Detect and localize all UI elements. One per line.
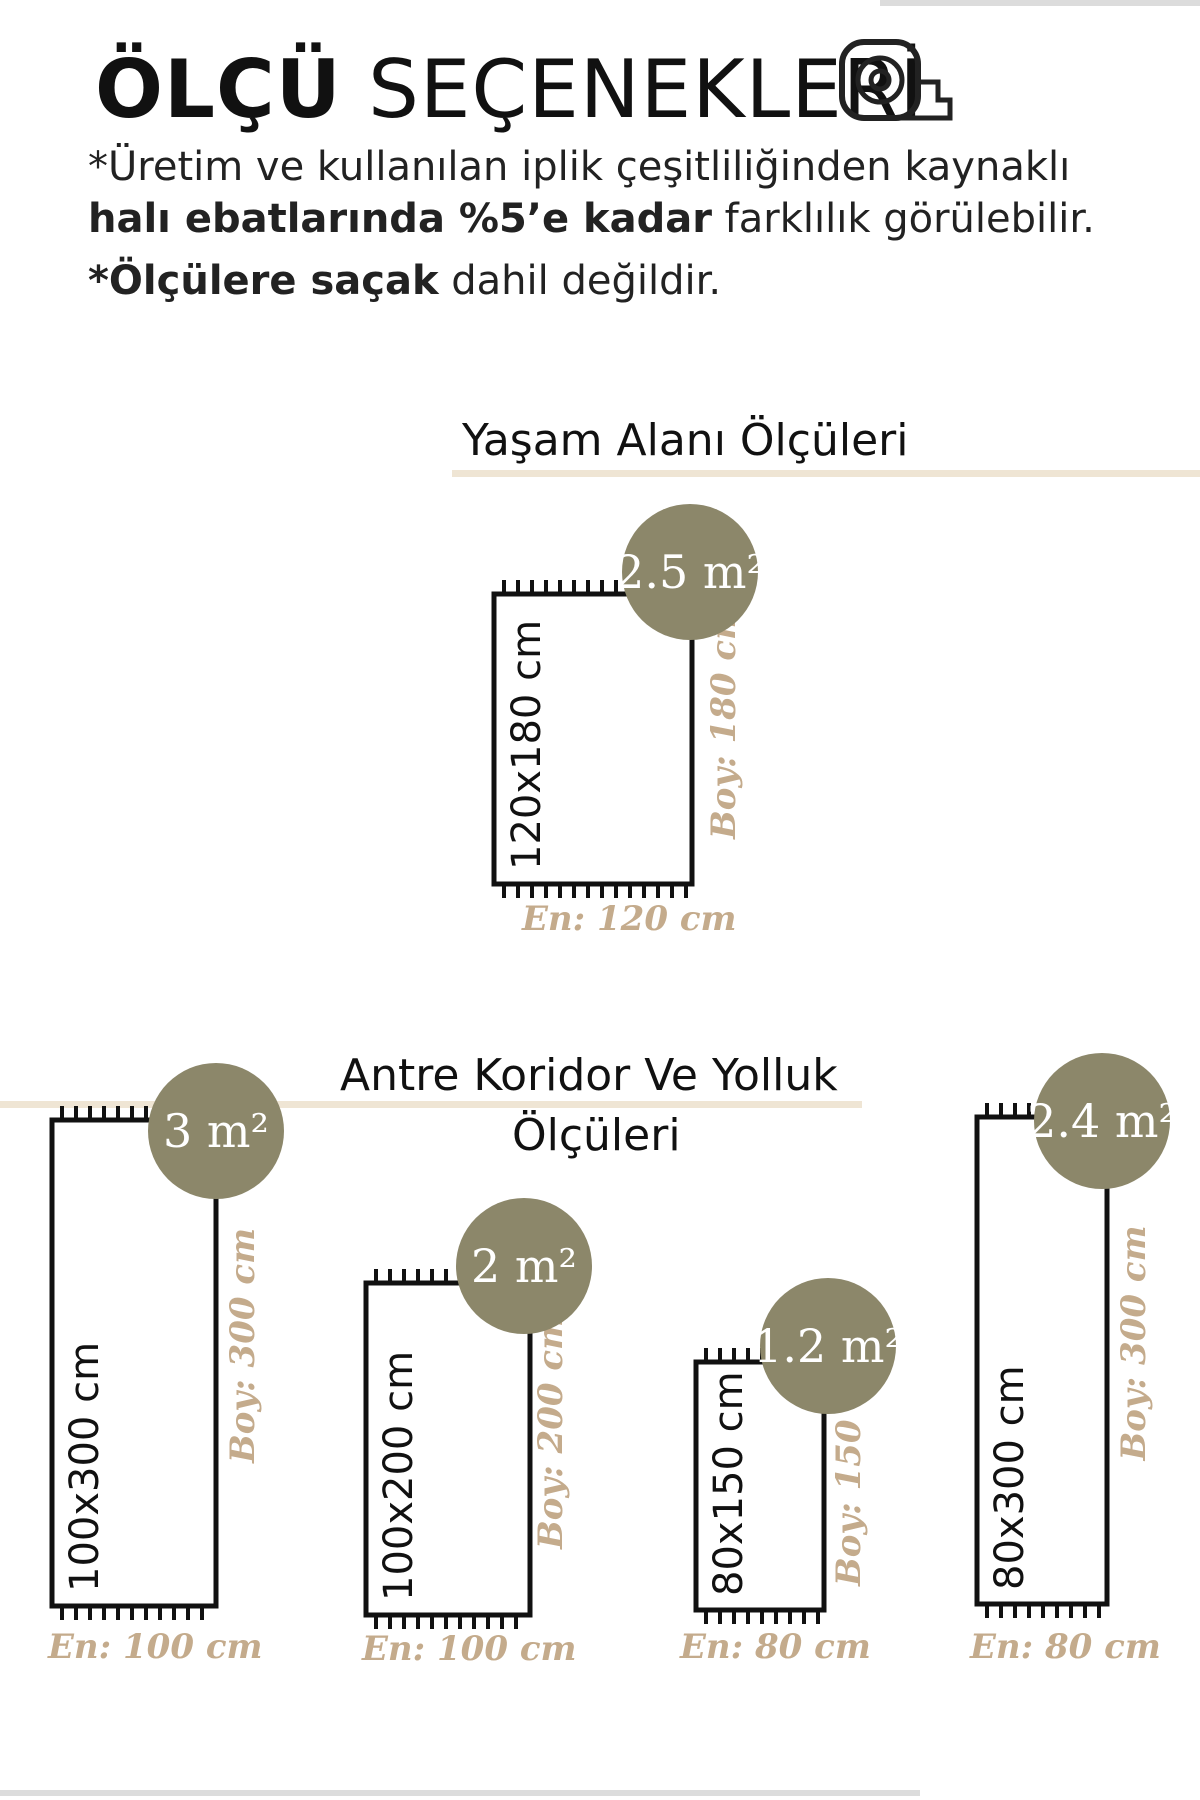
- rug-length-label: Boy: 300 cm: [1114, 1225, 1154, 1461]
- area-badge-label: 2.5 m²: [615, 545, 765, 599]
- area-badge: [760, 1278, 896, 1414]
- rug-size-label: 100x200 cm: [376, 1351, 422, 1601]
- note-line-1: *Üretim ve kullanılan iplik çeşitliliğin…: [88, 144, 1071, 190]
- rug-3: 100x200 cm Boy: 200 cm En: 100 cm 2 m²: [361, 1198, 592, 1669]
- rug-5: 80x300 cm Boy: 300 cm En: 80 cm 2.4 m²: [969, 1053, 1177, 1667]
- rug-fringe-bottom: [704, 1610, 820, 1624]
- rug-length-label: Boy: 180 cm: [704, 604, 744, 840]
- rug-2: 100x300 cm Boy: 300 cm En: 100 cm 3 m²: [47, 1063, 284, 1667]
- top-divider: [880, 0, 1200, 6]
- note-fringe: *Ölçülere saçak dahil değildir.: [88, 256, 721, 306]
- measuring-tape-icon: [839, 39, 953, 121]
- rug-fringe-bottom: [60, 1606, 204, 1620]
- living-area-heading-bold: Yaşam Alanı: [462, 415, 726, 466]
- rug-fringe-bottom: [985, 1604, 1101, 1618]
- title-part-1: ÖLÇÜ: [95, 43, 342, 136]
- living-area-heading-rest: Ölçüleri: [725, 415, 909, 466]
- corridor-subheading: Ölçüleri: [512, 1110, 681, 1161]
- rug-size-label: 100x300 cm: [62, 1342, 108, 1592]
- area-badge: [1034, 1053, 1170, 1189]
- note-production: *Üretim ve kullanılan iplik çeşitliliğin…: [88, 142, 1070, 192]
- note-line-2-bold: halı ebatlarında %5’e kadar: [88, 196, 712, 242]
- rug-width-label: En: 120 cm: [521, 899, 737, 939]
- rug-width-label: En: 100 cm: [361, 1629, 577, 1669]
- note-line-2-rest: farklılık görülebilir.: [711, 196, 1095, 242]
- note-line-3-rest: dahil değildir.: [438, 258, 722, 304]
- area-badge: [456, 1198, 592, 1334]
- rug-width-label: En: 80 cm: [679, 1627, 871, 1667]
- area-badge-label: 1.2 m²: [753, 1319, 903, 1373]
- note-line-3-bold: *Ölçülere saçak: [88, 258, 439, 304]
- page-title: ÖLÇÜ SEÇENEKLERİ: [95, 40, 924, 140]
- rug-length-label: Boy: 200 cm: [531, 1314, 571, 1550]
- rug-size-label: 80x150 cm: [706, 1371, 752, 1596]
- rug-outline: [491, 591, 695, 887]
- rug-width-label: En: 80 cm: [969, 1627, 1161, 1667]
- title-part-2: SEÇENEKLERİ: [341, 43, 924, 136]
- bottom-divider: [0, 1790, 920, 1796]
- living-area-heading: Yaşam Alanı Ölçüleri: [462, 415, 908, 466]
- corridor-divider: [0, 1101, 862, 1108]
- rug-1: 120x180 cm Boy: 180 cm En: 120 cm 2.5 m²: [491, 504, 765, 939]
- note-variation: halı ebatlarında %5’e kadar farklılık gö…: [88, 194, 1095, 244]
- rug-width-label: En: 100 cm: [47, 1627, 263, 1667]
- rug-size-label: 120x180 cm: [504, 620, 550, 870]
- rug-outline: [363, 1280, 533, 1618]
- rug-fringe-bottom: [502, 884, 688, 898]
- area-badge: [148, 1063, 284, 1199]
- area-badge-label: 2 m²: [471, 1239, 577, 1293]
- rug-outline: [974, 1114, 1110, 1607]
- area-badge: [622, 504, 758, 640]
- rug-fringe-bottom: [374, 1615, 518, 1629]
- rug-outline: [49, 1117, 219, 1609]
- living-area-divider: [452, 470, 1200, 477]
- area-badge-label: 3 m²: [163, 1104, 269, 1158]
- corridor-heading: Antre Koridor Ve Yolluk: [340, 1050, 838, 1101]
- rug-size-label: 80x300 cm: [987, 1365, 1033, 1590]
- rug-length-label: Boy: 300 cm: [223, 1228, 263, 1464]
- area-badge-label: 2.4 m²: [1027, 1094, 1177, 1148]
